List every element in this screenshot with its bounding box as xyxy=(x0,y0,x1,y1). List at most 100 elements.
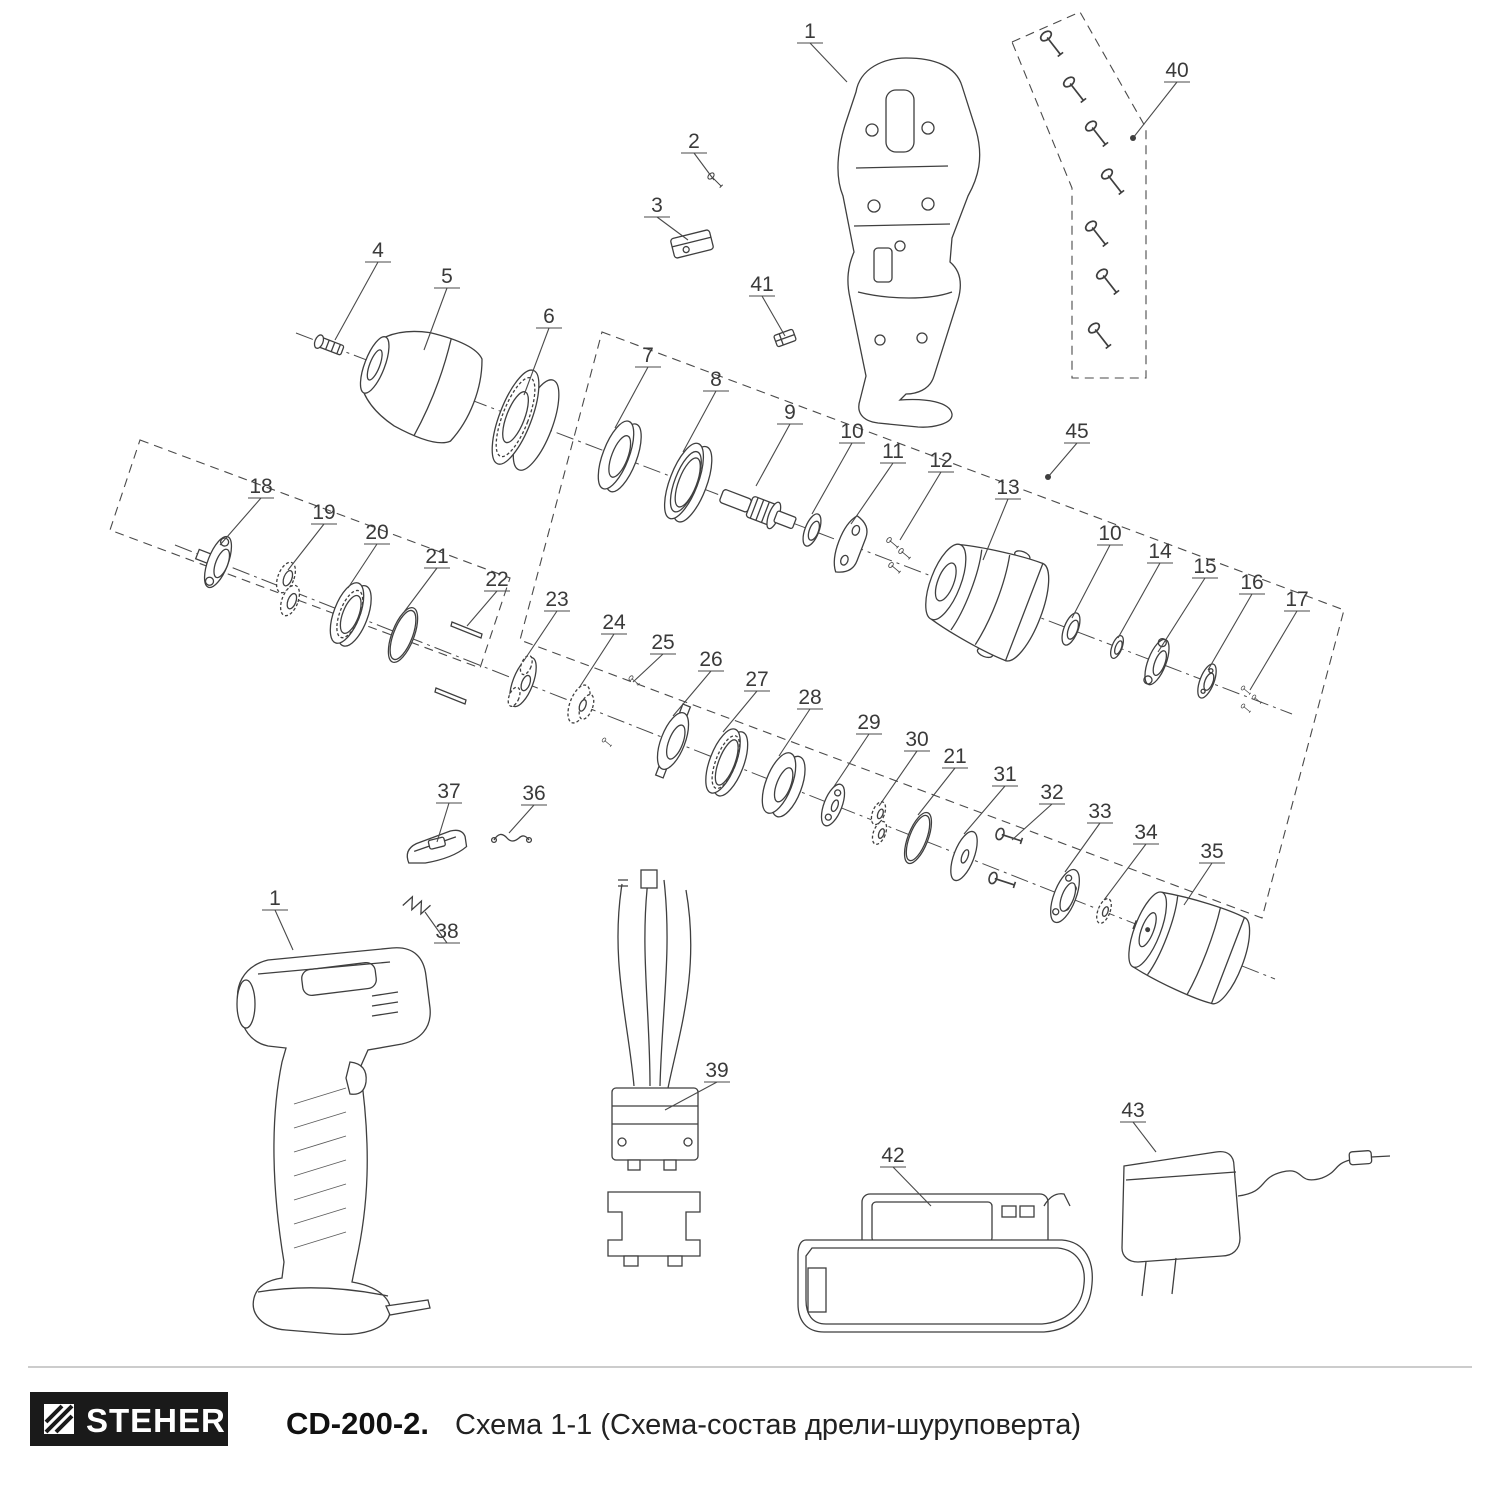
part-number-label: 21 xyxy=(425,545,448,568)
part-23-gear-carrier xyxy=(507,654,537,708)
part-number-label: 9 xyxy=(784,401,796,424)
part-21b-o-ring xyxy=(903,811,933,865)
part-callout-1: 1 xyxy=(262,887,294,951)
part-callout-24: 24 xyxy=(578,611,627,689)
part-number-label: 2 xyxy=(688,130,700,153)
part-19-planet-gears xyxy=(275,561,301,617)
part-callout-33: 33 xyxy=(1064,800,1113,873)
part-callout-30: 30 xyxy=(878,728,930,807)
part-number-label: 42 xyxy=(881,1144,904,1167)
part-callout-12: 12 xyxy=(899,449,954,541)
part-number-label: 1 xyxy=(804,20,816,43)
part-callout-38: 38 xyxy=(424,911,460,944)
center-axes xyxy=(174,332,1293,980)
part-number-label: 11 xyxy=(882,440,904,463)
screw-set-40 xyxy=(1038,28,1127,351)
charger-cord xyxy=(1237,1159,1351,1197)
part-21-o-ring xyxy=(387,606,419,664)
part-callout-40: 40 xyxy=(1130,59,1190,141)
part-27-ring-gear xyxy=(705,728,749,797)
part-callout-45: 45 xyxy=(1045,420,1090,480)
part-callout-15: 15 xyxy=(1157,555,1218,653)
battery-pack xyxy=(797,1193,1093,1333)
part-29-washer-plate xyxy=(820,783,846,827)
part-22-pins xyxy=(434,621,483,705)
part-number-label: 4 xyxy=(372,239,384,262)
part-number-label: 39 xyxy=(705,1059,728,1082)
part-5-chuck xyxy=(359,330,483,444)
part-callout-21: 21 xyxy=(917,745,968,816)
part-number-label: 10 xyxy=(1098,522,1121,545)
part-callout-10: 10 xyxy=(1071,522,1123,619)
part-number-label: 36 xyxy=(522,782,545,805)
part-callout-19: 19 xyxy=(287,501,337,571)
part-callout-22: 22 xyxy=(466,568,510,627)
part-28-collar xyxy=(761,752,806,818)
part-callout-20: 20 xyxy=(347,521,390,589)
part-25-pins-small xyxy=(601,674,641,748)
switch-assembly xyxy=(607,869,701,1267)
model-text: CD-200-2. xyxy=(286,1406,429,1441)
part-number-label: 17 xyxy=(1285,588,1308,611)
part-number-label: 30 xyxy=(905,728,928,751)
part-36-wire-spring xyxy=(490,833,533,844)
part-7-ring xyxy=(597,420,642,493)
part-callout-31: 31 xyxy=(963,763,1018,835)
part-callout-2: 2 xyxy=(681,130,715,181)
part-callout-9: 9 xyxy=(755,401,803,487)
part-number-label: 19 xyxy=(312,501,335,524)
dashed-group-boxes xyxy=(109,11,1345,919)
part-callout-42: 42 xyxy=(880,1144,932,1207)
part-number-label: 32 xyxy=(1040,781,1063,804)
part-number-label: 7 xyxy=(642,344,654,367)
part-32-screws xyxy=(986,826,1024,892)
brand-text: STEHER xyxy=(86,1402,226,1439)
part-6-clutch-ring xyxy=(491,369,560,471)
steher-logo-icon xyxy=(44,1404,74,1434)
part-number-label: 40 xyxy=(1165,59,1188,82)
part-number-label: 14 xyxy=(1148,540,1172,563)
part-callout-36: 36 xyxy=(508,782,547,834)
part-8-bearing-ring xyxy=(663,442,713,523)
part-callout-21: 21 xyxy=(403,545,450,613)
part-callout-29: 29 xyxy=(832,711,882,789)
part-number-label: 41 xyxy=(750,273,773,296)
part-callout-7: 7 xyxy=(614,344,661,429)
part-callout-43: 43 xyxy=(1120,1099,1157,1153)
part-callout-23: 23 xyxy=(522,588,570,663)
part-number-label: 28 xyxy=(798,686,821,709)
part-number-label: 24 xyxy=(602,611,626,634)
part-number-label: 23 xyxy=(545,588,568,611)
part-35-motor xyxy=(1128,891,1251,1005)
part-number-label: 27 xyxy=(745,668,768,691)
part-callout-18: 18 xyxy=(219,475,274,546)
part-callout-5: 5 xyxy=(423,265,460,351)
part-15-carrier-disc xyxy=(1143,637,1170,686)
part-4-bolt xyxy=(313,334,345,356)
steher-logo: STEHER xyxy=(30,1392,228,1446)
part-31-disc xyxy=(950,830,978,882)
part-number-label: 35 xyxy=(1200,840,1223,863)
part-number-label: 26 xyxy=(699,648,722,671)
part-callout-41: 41 xyxy=(749,273,786,337)
part-41-clip xyxy=(773,328,797,348)
part-number-label: 43 xyxy=(1121,1099,1144,1122)
part-number-label: 12 xyxy=(929,449,952,472)
part-number-label: 25 xyxy=(651,631,674,654)
part-14-washer-small xyxy=(1110,635,1124,659)
part-38-spring xyxy=(402,895,431,916)
part-callout-35: 35 xyxy=(1183,840,1225,906)
part-callout-3: 3 xyxy=(644,194,689,241)
part-callout-11: 11 xyxy=(850,440,906,525)
part-number-label: 16 xyxy=(1240,571,1263,594)
part-callout-37: 37 xyxy=(436,780,462,843)
part-18-carrier xyxy=(194,535,233,589)
part-callout-10: 10 xyxy=(811,420,865,515)
charger xyxy=(1121,1150,1391,1297)
part-10b-washer xyxy=(1061,612,1081,646)
part-3-button xyxy=(670,229,714,259)
part-number-label: 37 xyxy=(437,780,460,803)
